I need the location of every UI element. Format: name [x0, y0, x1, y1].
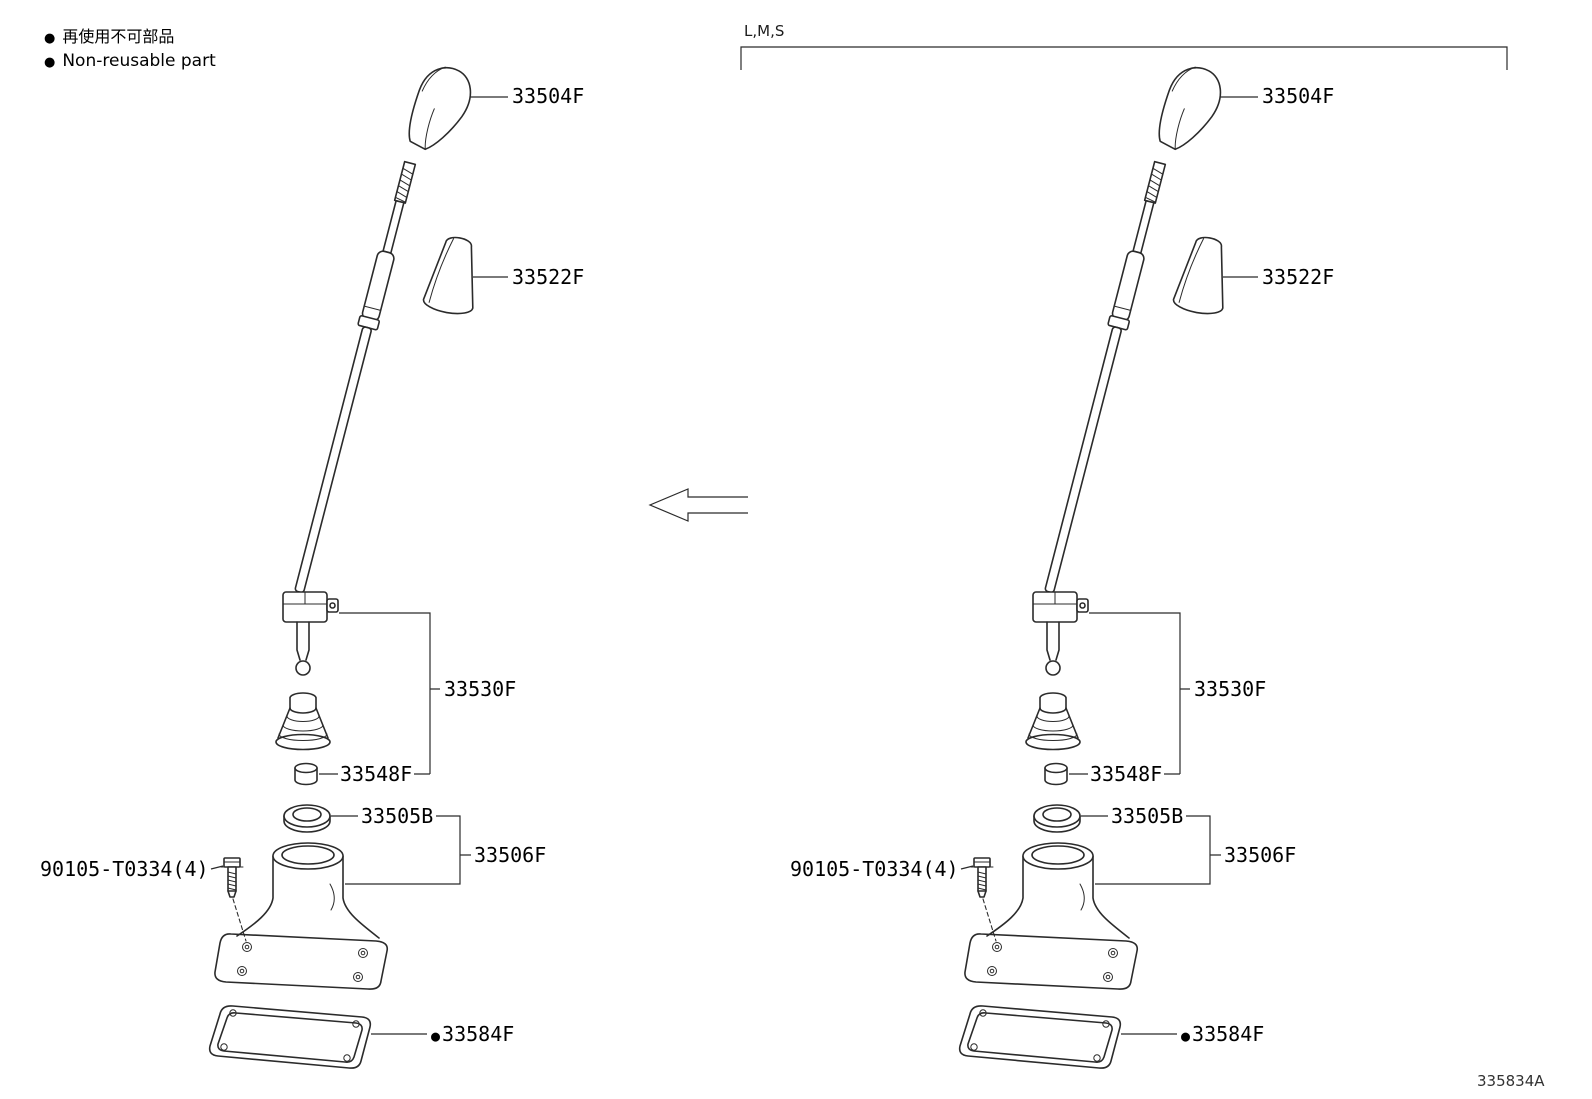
part-label-90105-left[interactable]: 90105-T0334(4)	[40, 857, 209, 881]
part-label-33522f-left[interactable]: 33522F	[512, 265, 585, 289]
non-reusable-bullet-icon: ●	[1181, 1027, 1191, 1045]
part-label-33530f-right[interactable]: 33530F	[1194, 677, 1267, 701]
variant-bracket-label: L,M,S	[744, 22, 785, 40]
part-label-33506f-left[interactable]: 33506F	[474, 843, 547, 867]
part-number: 33584F	[442, 1022, 515, 1046]
variant-bracket	[740, 46, 1508, 70]
assembly-left	[208, 57, 509, 1069]
part-label-90105-right[interactable]: 90105-T0334(4)	[790, 857, 959, 881]
diagram-code: 335834A	[1477, 1072, 1545, 1090]
assembly-right	[958, 57, 1259, 1069]
part-label-33505b-left[interactable]: 33505B	[361, 804, 434, 828]
legend-nonreusable-ja: ● 再使用不可部品	[44, 27, 174, 49]
part-label-33504f-left[interactable]: 33504F	[512, 84, 585, 108]
part-label-33584f-right[interactable]: ●33584F	[1181, 1023, 1264, 1047]
part-label-33530f-left[interactable]: 33530F	[444, 677, 517, 701]
legend-ja-text: 再使用不可部品	[62, 27, 175, 46]
part-label-33505b-right[interactable]: 33505B	[1111, 804, 1184, 828]
legend-en-text: Non-reusable part	[62, 51, 216, 71]
non-reusable-bullet-icon: ●	[44, 31, 56, 46]
non-reusable-bullet-icon: ●	[431, 1027, 441, 1045]
part-label-33522f-right[interactable]: 33522F	[1262, 265, 1335, 289]
part-label-33584f-left[interactable]: ●33584F	[431, 1023, 514, 1047]
non-reusable-bullet-icon: ●	[44, 55, 56, 70]
part-label-33548f-left[interactable]: 33548F	[340, 762, 413, 786]
part-label-33506f-right[interactable]: 33506F	[1224, 843, 1297, 867]
part-number: 33584F	[1192, 1022, 1265, 1046]
part-label-33548f-right[interactable]: 33548F	[1090, 762, 1163, 786]
direction-arrow-icon	[648, 488, 748, 522]
legend-nonreusable-en: ● Non-reusable part	[44, 51, 216, 73]
part-label-33504f-right[interactable]: 33504F	[1262, 84, 1335, 108]
